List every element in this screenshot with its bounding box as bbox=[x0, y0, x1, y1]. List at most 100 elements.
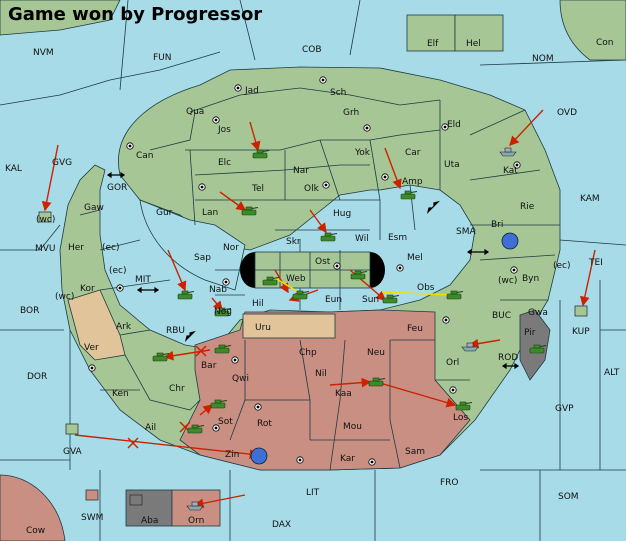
label-skr: Skr bbox=[286, 237, 301, 247]
nw-land bbox=[0, 0, 121, 36]
label-con: Con bbox=[596, 38, 614, 48]
label-wil: Wil bbox=[355, 234, 369, 244]
label-hel: Hel bbox=[466, 39, 481, 49]
label-wc-byn: (wc) bbox=[498, 276, 517, 286]
label-nvm: NVM bbox=[33, 48, 54, 58]
label-grh: Grh bbox=[343, 108, 359, 118]
game-title: Game won by Progressor bbox=[8, 4, 262, 25]
label-feu: Feu bbox=[407, 324, 423, 334]
label-jad: Jad bbox=[244, 86, 259, 96]
label-kaa: Kaa bbox=[335, 389, 352, 399]
label-gva: GVA bbox=[63, 447, 83, 457]
flags bbox=[38, 211, 588, 506]
label-cob: COB bbox=[302, 45, 322, 55]
support-lines bbox=[274, 277, 451, 296]
elf-region bbox=[406, 14, 456, 52]
label-zin: Zin bbox=[225, 450, 239, 460]
hel-region bbox=[454, 14, 504, 52]
label-ark: Ark bbox=[116, 322, 132, 332]
label-mvu: MVU bbox=[35, 244, 56, 254]
label-som: SOM bbox=[558, 492, 579, 502]
label-aba: Aba bbox=[141, 516, 158, 526]
label-swm: SWM bbox=[81, 513, 103, 523]
label-ken: Ken bbox=[112, 389, 129, 399]
label-her: Her bbox=[68, 243, 84, 253]
label-esm: Esm bbox=[388, 233, 407, 243]
label-sot: Sot bbox=[218, 417, 233, 427]
label-rot: Rot bbox=[257, 419, 272, 429]
label-can: Can bbox=[136, 151, 154, 161]
label-nor: Nor bbox=[223, 243, 239, 253]
label-elc: Elc bbox=[218, 158, 231, 168]
land-borders bbox=[79, 87, 560, 471]
label-ec-kor: (ec) bbox=[109, 266, 127, 276]
label-ver: Ver bbox=[84, 343, 99, 353]
label-wc-kor: (wc) bbox=[55, 292, 74, 302]
label-chr: Chr bbox=[169, 384, 185, 394]
label-lit: LIT bbox=[306, 488, 320, 498]
label-bri: Bri bbox=[491, 220, 503, 230]
label-sun: Sun bbox=[362, 295, 379, 305]
label-uru: Uru bbox=[255, 323, 271, 333]
transit-arrows bbox=[106, 171, 520, 370]
label-bor: BOR bbox=[20, 306, 39, 316]
label-rie: Rie bbox=[520, 202, 535, 212]
label-nab: Nab bbox=[209, 285, 227, 295]
label-dor: DOR bbox=[27, 372, 47, 382]
globe-bri bbox=[501, 232, 519, 250]
label-qua: Qua bbox=[186, 107, 204, 117]
label-kar: Kar bbox=[340, 454, 355, 464]
label-eld: Eld bbox=[447, 120, 461, 130]
label-kup: KUP bbox=[572, 327, 590, 337]
label-web: Web bbox=[286, 274, 306, 284]
label-kal: KAL bbox=[5, 164, 22, 174]
label-alt: ALT bbox=[604, 368, 620, 378]
label-gor: GOR bbox=[107, 183, 127, 193]
label-byn: Byn bbox=[522, 274, 539, 284]
label-tel: Tel bbox=[251, 184, 264, 194]
label-ec-her: (ec) bbox=[102, 243, 120, 253]
label-qwi: Qwi bbox=[232, 374, 249, 384]
label-sch: Sch bbox=[330, 88, 346, 98]
label-gur: Gur bbox=[156, 208, 173, 218]
blocker-east bbox=[370, 252, 385, 288]
uru-region bbox=[242, 313, 336, 339]
blocker-mid-borders bbox=[255, 252, 370, 288]
label-ost: Ost bbox=[315, 257, 331, 267]
label-gvg: GVG bbox=[52, 158, 72, 168]
label-pir: Pir bbox=[524, 328, 536, 338]
label-sma: SMA bbox=[456, 227, 476, 237]
label-hil: Hil bbox=[252, 299, 264, 309]
label-cow: Cow bbox=[26, 526, 45, 536]
label-fun: FUN bbox=[153, 53, 172, 63]
label-rod: ROD bbox=[498, 353, 518, 363]
label-kor: Kor bbox=[80, 284, 95, 294]
label-fro: FRO bbox=[440, 478, 459, 488]
label-lan: Lan bbox=[202, 208, 218, 218]
label-dax: DAX bbox=[272, 520, 291, 530]
label-wc-mvu: (wc) bbox=[36, 215, 55, 225]
label-olk: Olk bbox=[304, 184, 320, 194]
label-hug: Hug bbox=[333, 209, 351, 219]
label-jos: Jos bbox=[217, 125, 231, 135]
label-kat: Kat bbox=[503, 166, 518, 176]
label-mit: MIT bbox=[135, 275, 151, 285]
label-ec-tei: (ec) bbox=[553, 261, 571, 271]
label-orn: Orn bbox=[188, 516, 204, 526]
label-amp: Amp bbox=[402, 177, 423, 187]
label-bar: Bar bbox=[201, 361, 217, 371]
label-obs: Obs bbox=[417, 283, 435, 293]
label-sap: Sap bbox=[194, 253, 211, 263]
label-nog: Nog bbox=[214, 307, 232, 317]
label-yok: Yok bbox=[354, 148, 371, 158]
label-orl: Orl bbox=[446, 358, 459, 368]
owned-region-red bbox=[179, 309, 471, 471]
label-uta: Uta bbox=[444, 160, 460, 170]
inner-lake bbox=[139, 199, 246, 291]
label-neu: Neu bbox=[367, 348, 385, 358]
label-mel: Mel bbox=[407, 253, 423, 263]
territory-labels: Elf Hel Con NVM FUN COB NOM Jad Sch Qua … bbox=[5, 38, 620, 536]
label-sam: Sam bbox=[405, 447, 425, 457]
